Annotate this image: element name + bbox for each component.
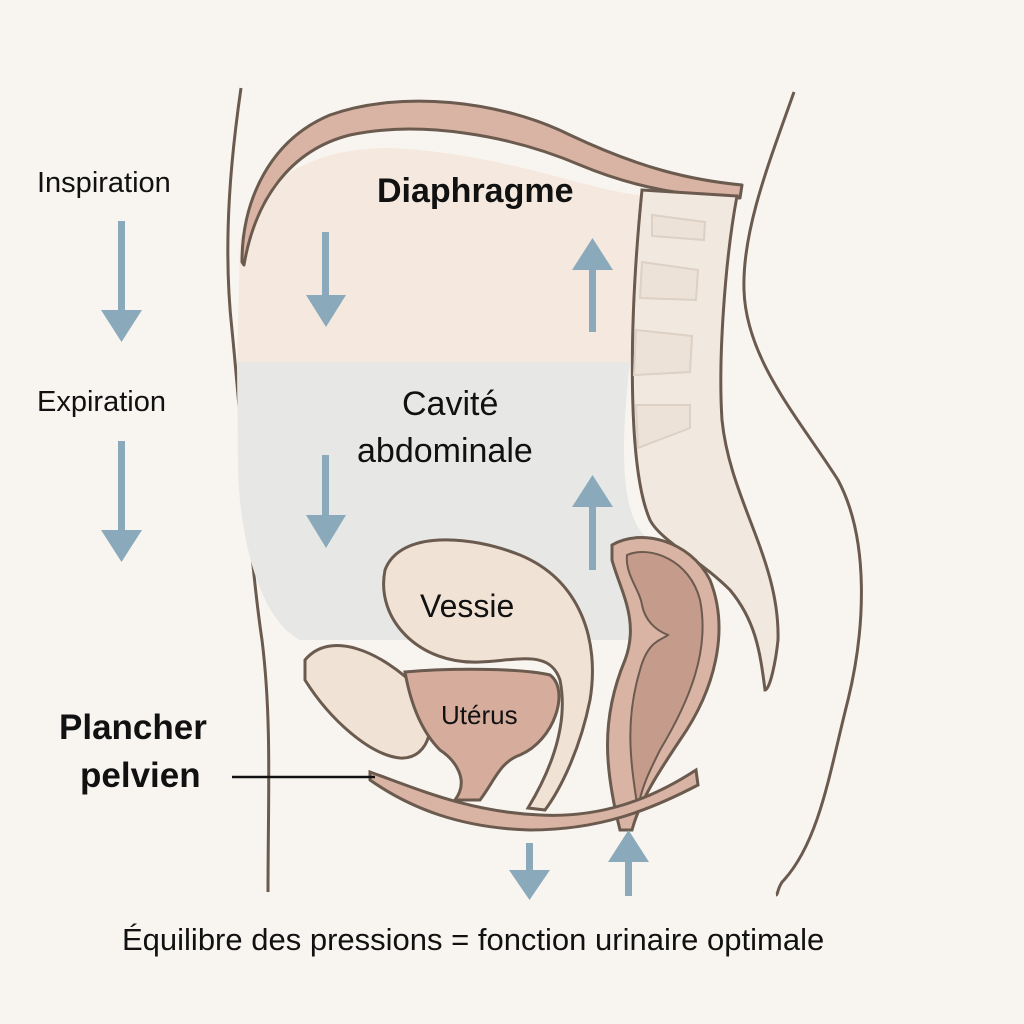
arrow-down-icon [509,843,550,900]
plancher-label-line2: pelvien [80,756,201,795]
arrow-up-icon [572,238,613,332]
arrow-down-icon [101,441,142,562]
arrow-up-icon [608,830,649,896]
caption: Équilibre des pressions = fonction urina… [122,922,825,957]
arrow-down-icon [306,232,346,327]
pelvic-floor [368,767,700,832]
bladder [382,538,594,812]
cavite-label-line1: Cavité [402,385,499,423]
vessie-label: Vessie [420,588,515,624]
diaphragme-label: Diaphragme [377,172,574,210]
diaphragm [240,99,744,267]
inspiration-label: Inspiration [37,167,171,199]
arrow-up-icon [572,475,613,570]
vertebrae [632,213,707,450]
arrows [101,221,649,900]
rectum-lumen [625,551,704,811]
cavite-label-line2: abdominale [357,432,533,470]
uterus [403,667,561,802]
plancher-label-line1: Plancher [59,708,207,747]
uterus-label: Utérus [441,700,518,730]
spine [630,188,780,692]
arrow-down-icon [306,455,346,548]
expiration-label: Expiration [37,386,166,418]
body-outline-back [742,91,863,897]
thoracic-region [237,148,640,362]
arrow-down-icon [101,221,142,342]
